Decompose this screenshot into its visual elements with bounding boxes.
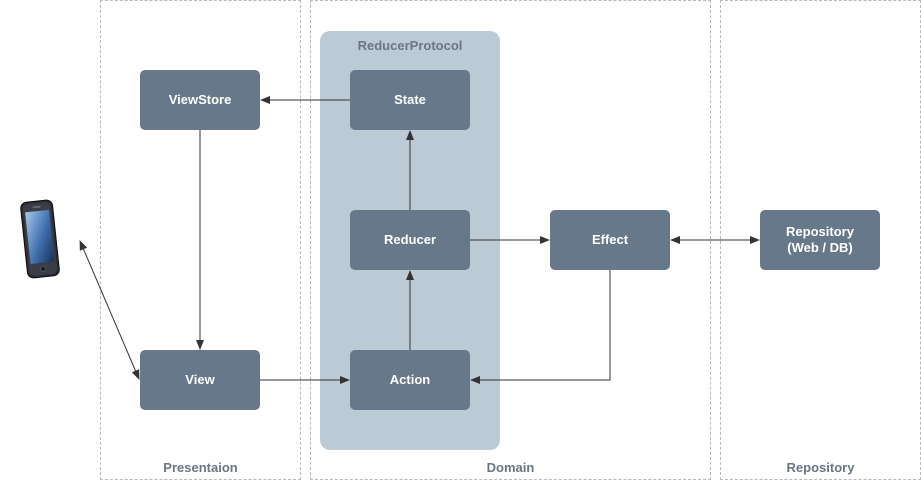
domain-layer-label: Domain [486,460,535,475]
action-node: Action [350,350,470,410]
view-node: View [140,350,260,410]
arrow-effect-to-action [470,270,611,384]
reducer-node: Reducer [350,210,470,270]
smartphone-icon [20,199,60,279]
presentation-layer-label: Presentaion [163,460,238,475]
presentation-layer: Presentaion [100,0,301,480]
repository-node: Repository (Web / DB) [760,210,880,270]
arrow-device-view-bidirectional [79,240,140,380]
effect-node: Effect [550,210,670,270]
reducer-protocol-label: ReducerProtocol [357,38,463,53]
repository-layer-label: Repository [786,460,855,475]
viewstore-node: ViewStore [140,70,260,130]
state-node: State [350,70,470,130]
